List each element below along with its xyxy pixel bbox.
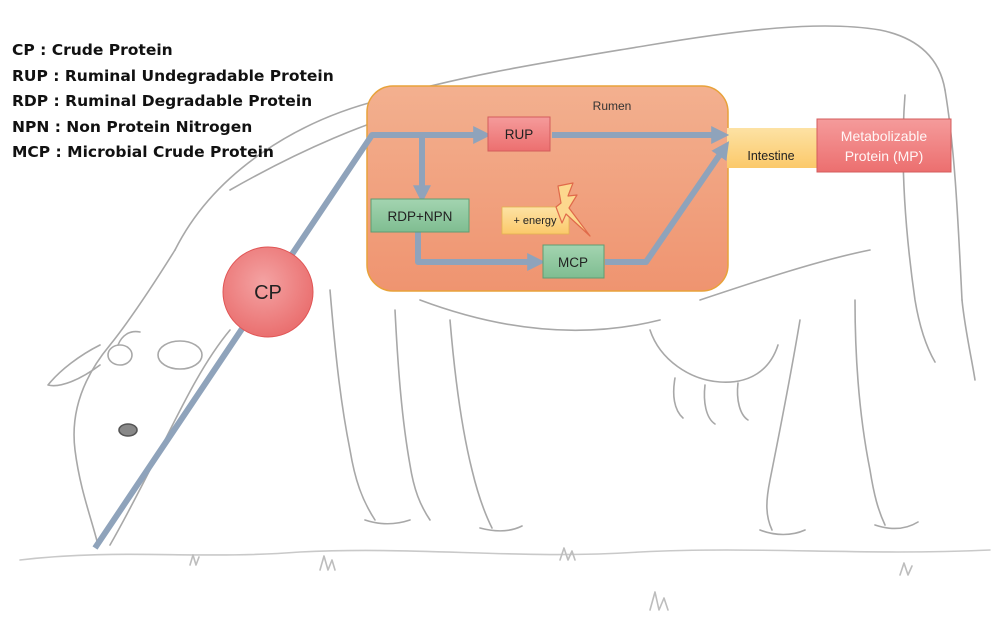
legend-item-rup: RUP : Ruminal Undegradable Protein (12, 66, 334, 85)
rup-node (487, 116, 551, 152)
rup-label: RUP (505, 127, 534, 142)
rdp-npn-node (370, 198, 470, 233)
mp-label-line1: Metabolizable (841, 128, 928, 144)
legend-item-npn: NPN : Non Protein Nitrogen (12, 117, 253, 136)
arrow-cp-main (92, 126, 492, 550)
flow-arrows (92, 126, 730, 550)
cp-label: CP (254, 282, 282, 304)
legend-item-cp: CP : Crude Protein (12, 41, 173, 59)
lightning-icon (555, 182, 591, 237)
mcp-label: MCP (558, 255, 588, 270)
arrow-mcp-to-intestine (605, 141, 730, 265)
mp-label-line2: Protein (MP) (845, 148, 924, 164)
rumen-label: Rumen (593, 99, 632, 113)
cow-illustration (19, 25, 991, 611)
legend-item-mcp: MCP : Microbial Crude Protein (12, 143, 274, 161)
legend-item-rdp: RDP : Ruminal Degradable Protein (12, 92, 313, 110)
mp-node (816, 118, 952, 173)
cp-node (222, 246, 314, 338)
mcp-node (542, 244, 605, 279)
rdp-npn-label: RDP+NPN (388, 209, 453, 224)
intestine-label: Intestine (747, 149, 794, 163)
arrow-rdp-to-mcp (415, 231, 546, 271)
intestine-band (727, 128, 819, 168)
energy-label: + energy (513, 215, 557, 227)
abbreviation-legend: CP : Crude Protein RUP : Ruminal Undegra… (12, 38, 334, 166)
